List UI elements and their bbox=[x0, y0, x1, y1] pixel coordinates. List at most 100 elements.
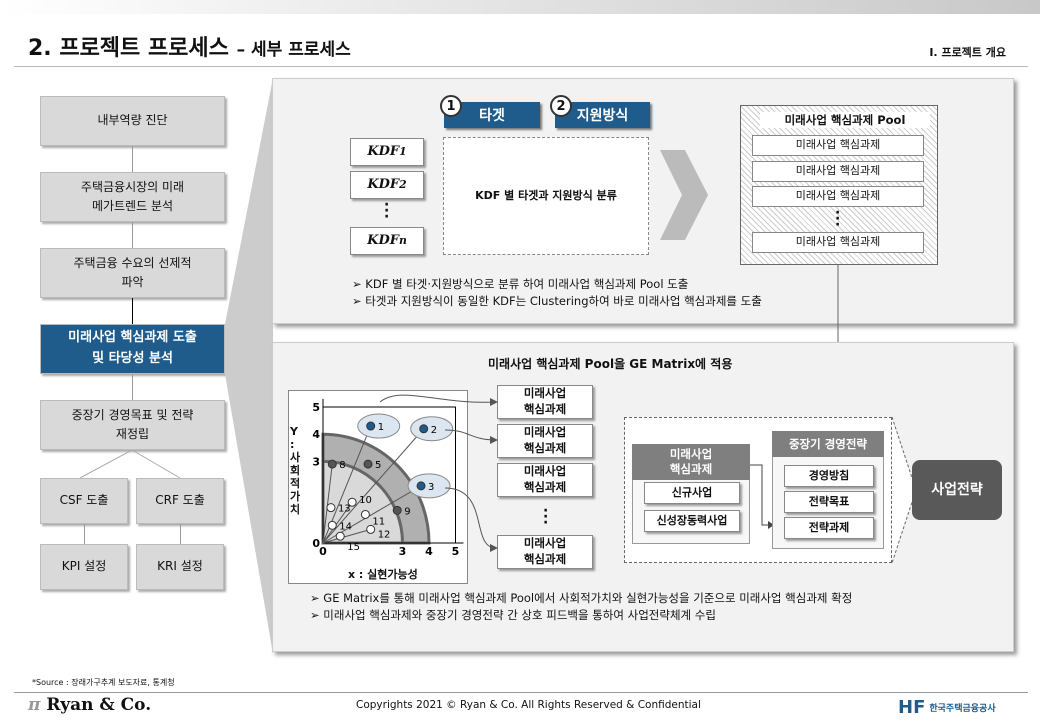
copyright: Copyrights 2021 © Ryan & Co. All Rights … bbox=[356, 699, 701, 711]
x-axis-label: x : 실현가능성 bbox=[348, 568, 418, 581]
data-point bbox=[366, 524, 376, 534]
data-point-label: 14 bbox=[339, 521, 352, 532]
connector-line bbox=[132, 146, 133, 172]
data-point-label: 5 bbox=[375, 460, 381, 471]
top-bar bbox=[0, 0, 1040, 14]
y-tick-label: 3 bbox=[312, 455, 320, 468]
x-tick-label: 5 bbox=[452, 545, 460, 558]
section-label: I. 프로젝트 개요 bbox=[929, 46, 1006, 59]
task-box: 미래사업 핵심과제 bbox=[497, 385, 593, 419]
strategy-item: 전략목표 bbox=[784, 491, 874, 513]
step-number-2: 2 bbox=[550, 95, 572, 117]
connector-line bbox=[132, 298, 133, 324]
chevron-right-icon bbox=[660, 150, 708, 240]
data-point bbox=[363, 459, 373, 469]
ellipsis-icon: ··· bbox=[543, 503, 549, 531]
data-point-label: 15 bbox=[347, 542, 360, 553]
pool-item: 미래사업 핵심과제 bbox=[752, 232, 924, 253]
future-item: 신성장동력사업 bbox=[644, 510, 740, 532]
classification-box: KDF 별 타겟과 지원방식 분류 bbox=[443, 137, 649, 255]
pool-item: 미래사업 핵심과제 bbox=[752, 161, 924, 182]
apply-label: 미래사업 핵심과제 Pool을 GE Matrix에 적용 bbox=[480, 355, 741, 372]
data-point bbox=[360, 509, 370, 519]
task-box: 미래사업 핵심과제 bbox=[497, 535, 593, 569]
step-internal: 내부역량 진단 bbox=[40, 96, 225, 146]
data-point-label: 8 bbox=[339, 460, 345, 471]
pool-item: 미래사업 핵심과제 bbox=[752, 186, 924, 207]
feedback-arrow bbox=[750, 464, 774, 529]
x-tick-label: 3 bbox=[399, 545, 407, 558]
task-arrows bbox=[379, 394, 498, 552]
step-kpi: KPI 설정 bbox=[40, 544, 128, 590]
source-note: *Source : 장래가구추계 보도자료, 통계청 bbox=[32, 678, 175, 687]
pool-title: 미래사업 핵심과제 Pool bbox=[760, 112, 930, 128]
data-point-label: 11 bbox=[372, 516, 385, 527]
connector-line bbox=[132, 374, 133, 400]
data-point bbox=[419, 424, 429, 434]
pool-item: 미래사업 핵심과제 bbox=[752, 135, 924, 156]
pi-logo-icon: π bbox=[28, 695, 41, 715]
footer-divider bbox=[14, 692, 1028, 693]
data-point bbox=[335, 531, 345, 541]
business-strategy: 사업전략 bbox=[912, 460, 1002, 520]
selected-highlight bbox=[357, 413, 401, 439]
data-point bbox=[416, 481, 426, 491]
top-bullets: ➢ KDF 별 타겟·지원방식으로 분류 하여 미래사업 핵심과제 Pool 도… bbox=[352, 277, 762, 308]
branch-lines bbox=[79, 450, 181, 479]
connector-line bbox=[132, 222, 133, 248]
future-item: 신규사업 bbox=[644, 482, 740, 504]
vector-arrow bbox=[322, 528, 371, 544]
future-tasks-title: 미래사업 핵심과제 bbox=[632, 444, 750, 480]
y-tick-label: 0 bbox=[312, 537, 320, 550]
data-point-label: 9 bbox=[404, 506, 410, 517]
page-title: 2. 프로젝트 프로세스 – 세부 프로세스 bbox=[28, 36, 351, 61]
step-kri: KRI 설정 bbox=[136, 544, 224, 590]
data-point-label: 13 bbox=[338, 504, 351, 515]
y-tick-label: 4 bbox=[312, 428, 320, 441]
task-box: 미래사업 핵심과제 bbox=[497, 424, 593, 458]
task-box: 미래사업 핵심과제 bbox=[497, 463, 593, 497]
connector-line bbox=[180, 524, 181, 544]
data-point bbox=[326, 503, 336, 513]
zoom-callout bbox=[225, 78, 273, 654]
data-point-label: 1 bbox=[378, 422, 384, 433]
data-point-label: 3 bbox=[428, 482, 434, 493]
vector-arrow bbox=[322, 501, 353, 544]
x-tick-label: 0 bbox=[319, 545, 327, 558]
x-tick-label: 4 bbox=[425, 545, 433, 558]
strategy-item: 경영방침 bbox=[784, 465, 874, 487]
step-future-tasks: 미래사업 핵심과제 도출 및 타당성 분석 bbox=[40, 324, 225, 374]
data-point bbox=[366, 421, 376, 431]
y-axis-label: Y : 사회적가치 bbox=[290, 425, 301, 516]
step-megatrend: 주택금융시장의 미래 메가트렌드 분석 bbox=[40, 172, 225, 222]
strategy-title: 중장기 경영전략 bbox=[772, 431, 884, 457]
step-number-1: 1 bbox=[440, 95, 462, 117]
divider bbox=[14, 66, 1028, 67]
data-point-label: 2 bbox=[431, 425, 437, 436]
data-point-label: 12 bbox=[378, 529, 391, 540]
data-point bbox=[347, 497, 357, 507]
strategy-item: 전략과제 bbox=[784, 517, 874, 539]
step-crf: CRF 도출 bbox=[136, 478, 224, 524]
step-csf: CSF 도출 bbox=[40, 478, 128, 524]
step-goals: 중장기 경영목표 및 전략 재정립 bbox=[40, 400, 225, 450]
data-point bbox=[327, 520, 337, 530]
y-tick-label: 5 bbox=[312, 401, 320, 414]
vector-arrow bbox=[322, 464, 333, 544]
company-logo: π Ryan & Co. bbox=[28, 695, 152, 715]
bottom-bullets: ➢ GE Matrix를 통해 미래사업 핵심과제 Pool에서 사회적가치와 … bbox=[310, 591, 853, 622]
selected-highlight bbox=[407, 473, 451, 499]
selected-highlight bbox=[410, 416, 454, 442]
data-point-label: 10 bbox=[359, 495, 372, 506]
ellipsis-icon: ··· bbox=[835, 205, 841, 233]
ellipsis-icon: ··· bbox=[384, 197, 390, 225]
partner-logo: HF 한국주택금융공사 bbox=[898, 697, 996, 718]
step-demand: 주택금융 수요의 선제적 파악 bbox=[40, 248, 225, 298]
vector-arrow bbox=[322, 428, 425, 544]
connector-line bbox=[84, 524, 85, 544]
tab-support: 지원방식 bbox=[555, 102, 650, 128]
